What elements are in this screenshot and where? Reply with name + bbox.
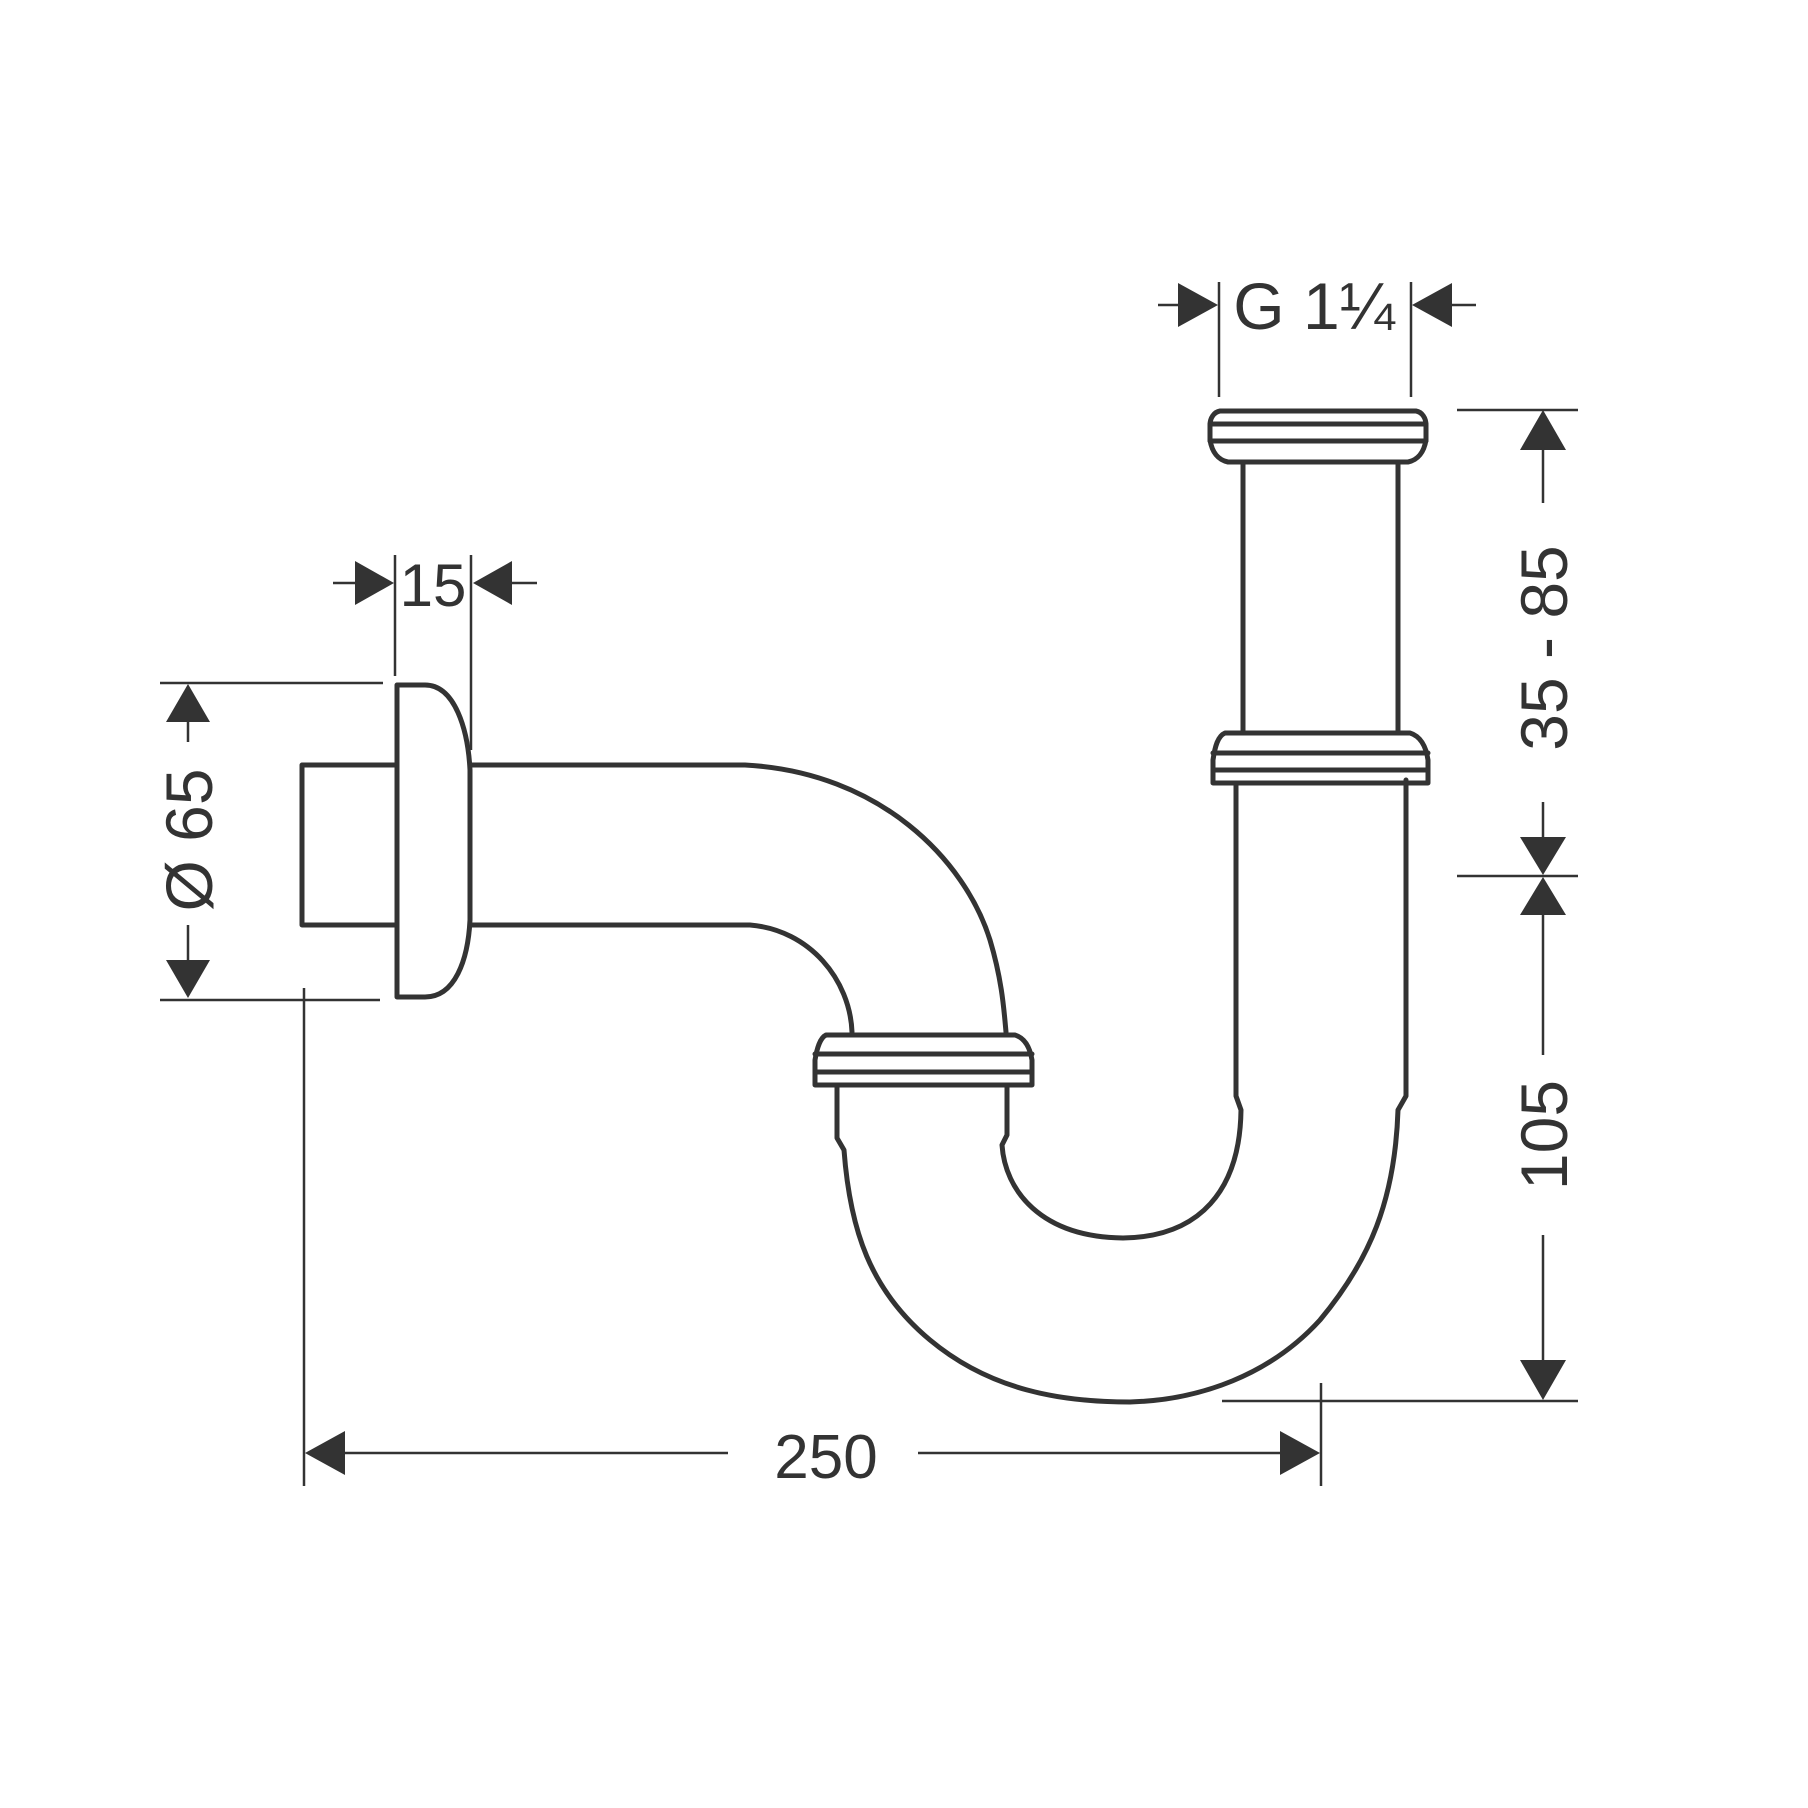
dim-tailpiece-adjust: 35 - 85	[1457, 408, 1581, 878]
arrow-up-icon	[1520, 410, 1566, 450]
arrow-down-icon	[166, 960, 210, 998]
wall-rosette	[394, 682, 473, 1000]
arrow-up-icon	[166, 684, 210, 722]
dim-thread-size: G 1¼	[1158, 269, 1476, 397]
tailpiece-pipe	[1240, 459, 1401, 736]
dim-rosette-diameter: Ø 65	[152, 681, 383, 1002]
arrow-right-icon	[1280, 1431, 1320, 1475]
dim-rosette-depth: 15	[333, 552, 537, 750]
arrow-right-icon	[1178, 283, 1218, 327]
arrow-left-icon	[1412, 283, 1452, 327]
wall-stub-pipe	[299, 762, 398, 928]
rosette-depth-label: 15	[400, 552, 467, 619]
arrow-left-icon	[473, 561, 512, 605]
dim-trap-height: 105	[1222, 877, 1581, 1403]
arrow-right-icon	[355, 561, 394, 605]
rosette-diameter-label: Ø 65	[152, 768, 226, 911]
u-bend	[834, 777, 1409, 1405]
arrow-left-icon	[305, 1431, 345, 1475]
top-union-nut	[1207, 408, 1429, 465]
tailpiece-adjust-label: 35 - 85	[1507, 545, 1581, 750]
thread-size-label: G 1¼	[1233, 269, 1395, 343]
lower-union-nut	[812, 1032, 1035, 1088]
dim-wall-distance: 250	[302, 988, 1323, 1492]
arrow-up-icon	[1520, 877, 1566, 915]
arrow-down-icon	[1520, 1360, 1566, 1400]
horizontal-arm-elbow	[467, 762, 1009, 1035]
middle-union-nut	[1210, 730, 1431, 786]
wall-distance-label: 250	[774, 1423, 877, 1492]
trap-height-label: 105	[1507, 1080, 1581, 1190]
arrow-down-icon	[1520, 837, 1566, 875]
